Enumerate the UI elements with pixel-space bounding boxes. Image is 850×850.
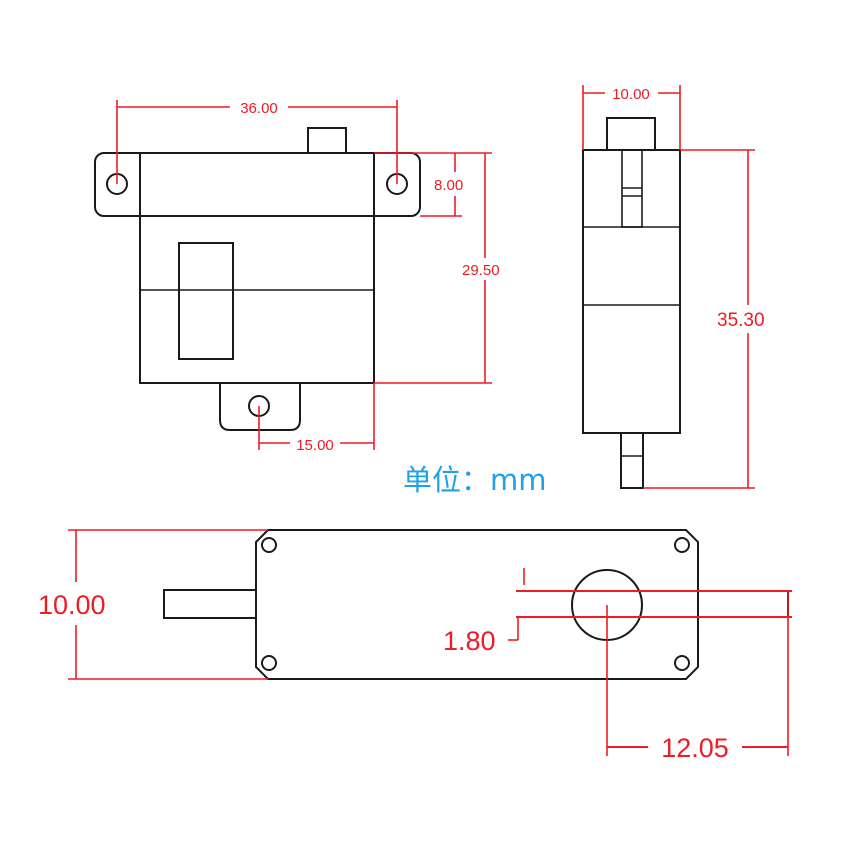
ear-height-label: 8.00 — [434, 177, 463, 194]
top-hole-4 — [674, 655, 690, 671]
label-window — [178, 242, 234, 360]
offset-label: 15.00 — [296, 437, 334, 454]
total-height-label: 35.30 — [717, 310, 765, 331]
width-label: 36.00 — [240, 100, 278, 117]
small-offset-label: 1.80 — [443, 626, 496, 656]
side-view: 10.00 35.30 — [582, 85, 765, 489]
side-top-shaft — [606, 117, 656, 151]
shaft-distance-label: 12.05 — [661, 733, 729, 763]
unit-label: 单位：mm — [403, 463, 547, 497]
side-bottom-tab — [620, 432, 644, 489]
mounting-flange — [94, 152, 421, 217]
top-right-shaft — [697, 590, 789, 618]
height-label: 29.50 — [462, 262, 500, 279]
front-view: 36.00 8.00 29.50 15.00 — [94, 100, 500, 454]
servo-body — [139, 152, 375, 384]
top-view: 10.00 1.80 12.05 — [38, 529, 792, 763]
side-width-label: 10.00 — [612, 86, 650, 103]
top-left-tab — [163, 589, 257, 619]
top-hole-2 — [674, 537, 690, 553]
side-body — [582, 149, 681, 434]
top-body — [255, 529, 699, 680]
top-width-label: 10.00 — [38, 590, 106, 620]
top-hole-3 — [261, 655, 277, 671]
top-shaft — [307, 127, 347, 154]
bottom-tab — [219, 383, 301, 431]
top-hole-1 — [261, 537, 277, 553]
